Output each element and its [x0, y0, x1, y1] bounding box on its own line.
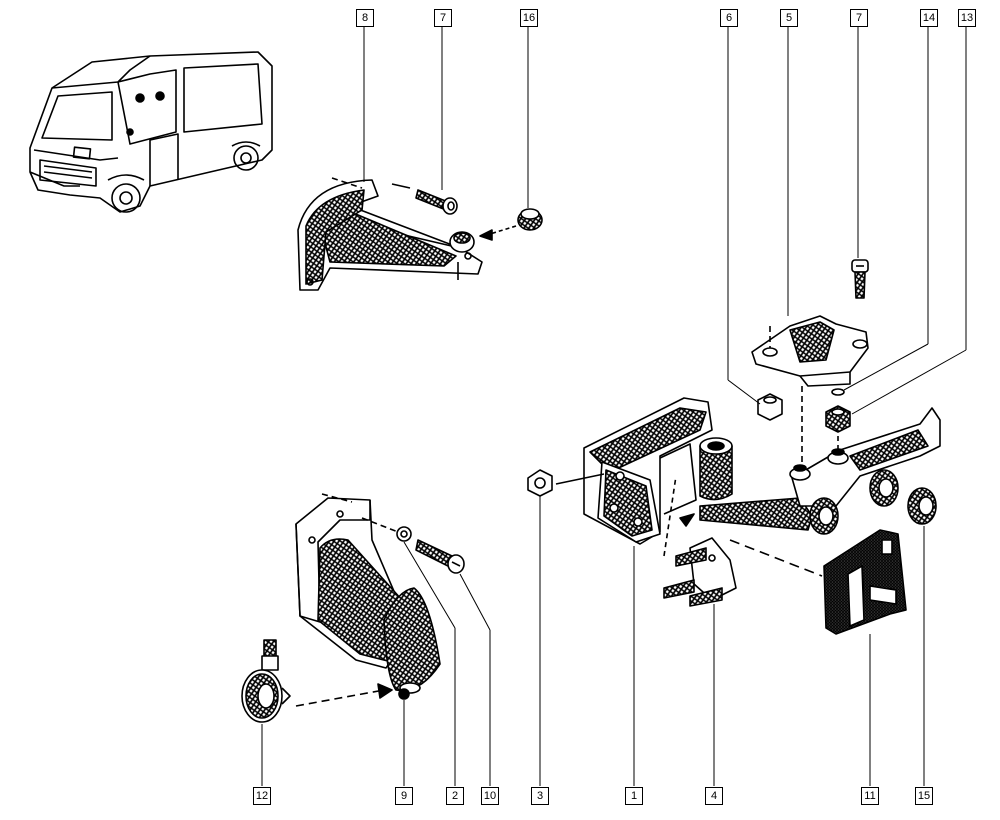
lower-roller-bracket [295, 493, 441, 700]
callout-13: 13 [958, 9, 976, 27]
cap-16 [479, 208, 543, 241]
callout-2: 2 [446, 787, 464, 805]
nut-13 [825, 405, 851, 456]
callout-7-right: 7 [850, 9, 868, 27]
roller-carriage-arm [789, 407, 941, 535]
callout-1: 1 [625, 787, 643, 805]
hinge-plate-1 [583, 397, 813, 557]
bolt-7-right [851, 259, 869, 299]
callout-5: 5 [780, 9, 798, 27]
van-illustration [29, 51, 273, 213]
callout-14: 14 [920, 9, 938, 27]
washer-2 [396, 526, 412, 542]
guide-plate-11 [823, 529, 907, 635]
callout-16: 16 [520, 9, 538, 27]
leader-lines [261, 26, 967, 786]
nut-3 [527, 469, 605, 497]
callout-8: 8 [356, 9, 374, 27]
callout-11: 11 [861, 787, 879, 805]
roller-15 [907, 487, 937, 525]
bracket-5 [751, 315, 869, 462]
screw-10 [415, 539, 465, 574]
callout-12: 12 [253, 787, 271, 805]
callout-15: 15 [915, 787, 933, 805]
callout-10: 10 [481, 787, 499, 805]
callout-7-upper: 7 [434, 9, 452, 27]
roller-12 [241, 639, 393, 723]
washer-14 [831, 388, 845, 396]
stud-plate-4 [663, 537, 823, 607]
callout-9: 9 [395, 787, 413, 805]
callout-4: 4 [705, 787, 723, 805]
upper-roller-bracket [297, 177, 483, 291]
callout-3: 3 [531, 787, 549, 805]
bolt-7-upper [415, 189, 458, 215]
callout-6: 6 [720, 9, 738, 27]
nut-6 [757, 393, 783, 421]
